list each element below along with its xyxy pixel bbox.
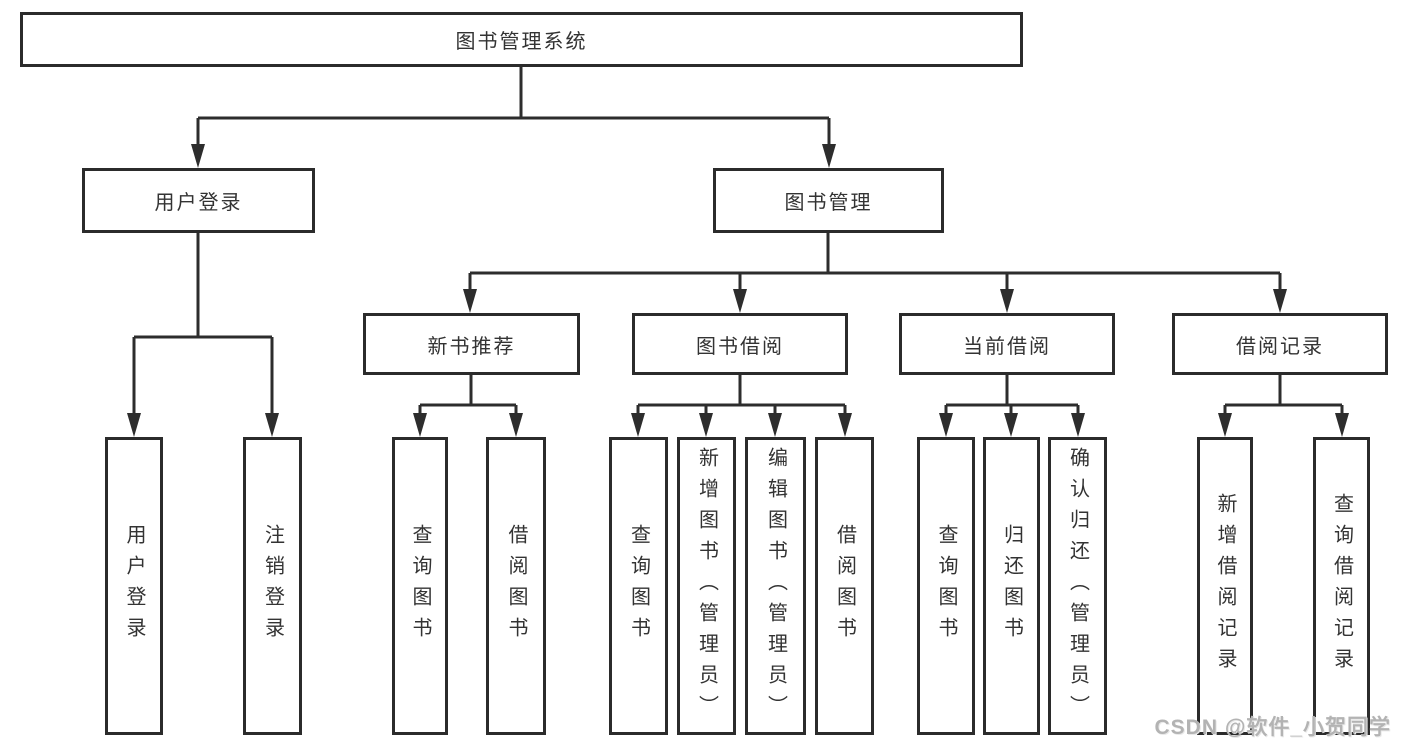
node-add-books-admin-label: 新增图书（管理员）	[695, 446, 718, 726]
arrowhead-query-books-3	[939, 413, 953, 437]
connector-user-login-branch	[132, 233, 274, 417]
node-confirm-return-admin: 确认归还（管理员）	[1048, 437, 1107, 735]
node-user-login: 用户登录	[82, 168, 315, 233]
arrowhead-user-login	[191, 144, 205, 168]
node-edit-books-admin: 编辑图书（管理员）	[745, 437, 806, 735]
node-query-books-2: 查询图书	[609, 437, 668, 735]
arrowhead-add-books-admin	[699, 413, 713, 437]
node-borrowing-records-label: 借阅记录	[1236, 335, 1324, 358]
connector-borrowing-records-branch	[1223, 375, 1344, 417]
node-book-management-label: 图书管理	[784, 192, 873, 214]
node-confirm-return-admin-label: 确认归还（管理员）	[1066, 446, 1089, 726]
arrowhead-user-login-leaf	[127, 413, 141, 437]
node-book-borrowing: 图书借阅	[632, 313, 848, 375]
node-book-borrowing-label: 图书借阅	[696, 335, 784, 358]
arrowhead-query-borrow-record	[1335, 413, 1349, 437]
node-library-system: 图书管理系统	[20, 12, 1023, 67]
node-borrow-books-2: 借阅图书	[815, 437, 874, 735]
node-query-borrow-record: 查询借阅记录	[1313, 437, 1370, 735]
node-query-books-3-label: 查询图书	[935, 524, 957, 648]
arrowhead-book-borrowing	[733, 289, 747, 313]
node-user-login-leaf: 用户登录	[105, 437, 163, 735]
node-query-borrow-record-label: 查询借阅记录	[1330, 493, 1353, 679]
node-add-borrow-record: 新增借阅记录	[1197, 437, 1253, 735]
node-current-borrowing: 当前借阅	[899, 313, 1115, 375]
arrowhead-add-borrow-record	[1218, 413, 1232, 437]
node-add-borrow-record-label: 新增借阅记录	[1214, 493, 1236, 679]
connector-book-management-branch	[468, 233, 1282, 293]
node-borrow-books-1: 借阅图书	[486, 437, 546, 735]
arrowhead-borrow-books-2	[838, 413, 852, 437]
node-new-book-recommendation: 新书推荐	[363, 313, 580, 375]
node-logout-leaf-label: 注销登录	[261, 524, 284, 648]
node-borrow-books-2-label: 借阅图书	[833, 524, 856, 648]
arrowhead-current-borrowing	[1000, 289, 1014, 313]
arrowhead-borrow-books-1	[509, 413, 523, 437]
arrowhead-book-management	[822, 144, 836, 168]
node-library-system-label: 图书管理系统	[455, 31, 588, 53]
csdn-watermark: CSDN @软件_小贺同学	[1154, 716, 1391, 739]
arrowhead-new-book-recommendation	[463, 289, 477, 313]
node-add-books-admin: 新增图书（管理员）	[677, 437, 736, 735]
node-edit-books-admin-label: 编辑图书（管理员）	[764, 446, 787, 726]
node-query-books-1-label: 查询图书	[409, 524, 431, 648]
connector-current-borrowing-branch	[944, 375, 1080, 417]
arrowhead-logout-leaf	[265, 413, 279, 437]
node-query-books-3: 查询图书	[917, 437, 975, 735]
arrowhead-borrowing-records	[1273, 289, 1287, 313]
node-logout-leaf: 注销登录	[243, 437, 302, 735]
node-current-borrowing-label: 当前借阅	[963, 335, 1051, 358]
node-return-books: 归还图书	[983, 437, 1040, 735]
arrowhead-return-books	[1004, 413, 1018, 437]
node-query-books-2-label: 查询图书	[627, 524, 650, 648]
node-borrowing-records: 借阅记录	[1172, 313, 1388, 375]
connector-book-borrowing-branch	[636, 375, 847, 417]
node-borrow-books-1-label: 借阅图书	[505, 524, 527, 648]
node-query-books-1: 查询图书	[392, 437, 448, 735]
node-book-management: 图书管理	[713, 168, 944, 233]
arrowhead-query-books-1	[413, 413, 427, 437]
node-return-books-label: 归还图书	[1000, 524, 1023, 648]
arrowhead-edit-books-admin	[768, 413, 782, 437]
connector-root-to-level2	[196, 67, 831, 148]
connector-new-book-branch	[418, 375, 518, 417]
arrowhead-query-books-2	[631, 413, 645, 437]
node-new-book-recommendation-label: 新书推荐	[427, 335, 516, 358]
arrowhead-confirm-return-admin	[1071, 413, 1085, 437]
node-user-login-label: 用户登录	[154, 192, 243, 214]
node-user-login-leaf-label: 用户登录	[123, 524, 145, 648]
